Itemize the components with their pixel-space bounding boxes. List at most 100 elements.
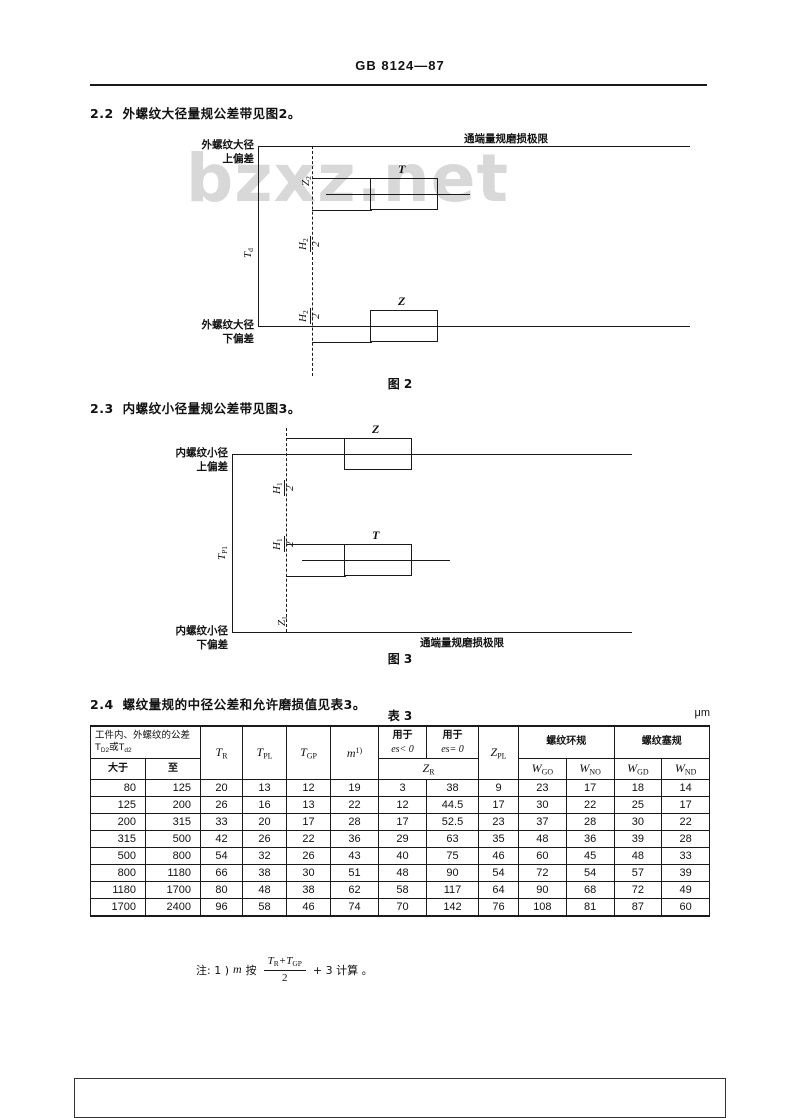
cell-ZPL: 9 [478, 779, 519, 798]
table-header-row-2: 大于 至 ZR WGO WNO WGD [90, 757, 710, 781]
cell-TGP: 30 [286, 864, 331, 883]
cell-WND: 49 [661, 881, 710, 900]
cell-ZR_es_lt0: 58 [378, 881, 427, 900]
cell-WGO: 48 [518, 830, 567, 849]
fig2-label-upper-left: 外螺纹大径 上偏差 [201, 139, 255, 166]
cell-ZPL: 35 [478, 830, 519, 849]
header-col-ZR: ZR [378, 757, 479, 781]
fig2-dimension-line [312, 146, 313, 376]
fig3-zone-Z-upper-ext [286, 438, 346, 439]
cell-WGD: 87 [613, 898, 663, 918]
header-group-plug-gauge: 螺纹塞规 [613, 725, 710, 759]
cell-ZR_es_lt0: 29 [378, 830, 427, 849]
cell-upto: 315 [145, 813, 201, 832]
cell-TPL: 26 [242, 830, 287, 849]
fig2-zone-T-label: T [398, 162, 406, 176]
cell-ZR_es_eq0: 117 [426, 881, 479, 900]
section-text-2-2: 外螺纹大径量规公差带见图2。 [122, 106, 301, 121]
cell-WND: 33 [661, 847, 710, 866]
fig3-zone-Z-centerline [412, 454, 522, 455]
header-col-WGO: WGO [518, 757, 567, 781]
footnote-denominator: 2 [282, 971, 288, 984]
cell-greater: 800 [90, 864, 146, 883]
header-col-es-eq-0: 用于 es= 0 [426, 725, 479, 759]
cell-TGP: 13 [286, 796, 331, 815]
cell-TR: 42 [200, 830, 243, 849]
fig3-zone-T-label: T [372, 528, 380, 542]
cell-ZR_es_eq0: 52.5 [426, 813, 479, 832]
figure-3-caption: 图 3 [387, 652, 413, 666]
header-col-TGP: TGP [286, 725, 331, 781]
header-col-es-lt-0: 用于 es< 0 [378, 725, 427, 759]
section-number-2-3: 2.3 [90, 401, 114, 416]
cell-TGP: 12 [286, 779, 331, 798]
cell-WGD: 72 [613, 881, 663, 900]
fig2-label-wear-limit: 通端量规磨损极限 [464, 133, 548, 145]
cell-upto: 200 [145, 796, 201, 815]
header-col-m: m1) [330, 725, 379, 781]
cell-ZR_es_eq0: 44.5 [426, 796, 479, 815]
cell-ZR_es_lt0: 40 [378, 847, 427, 866]
cell-ZPL: 17 [478, 796, 519, 815]
cell-TGP: 17 [286, 813, 331, 832]
fig3-label-H1-upper: H1 2 [271, 480, 296, 496]
cell-TPL: 48 [242, 881, 287, 900]
cell-WGO: 108 [518, 898, 567, 918]
table-head: 工件内、外螺纹的公差TD2或Td2 TR TPL TGP [90, 725, 710, 781]
table-3-title-row: 表 3 μm [90, 707, 710, 725]
cell-ZR_es_eq0: 38 [426, 779, 479, 798]
fig2-label-lower-left: 外螺纹大径 下偏差 [201, 319, 255, 346]
fig2-axis-Td [258, 146, 259, 326]
cell-ZPL: 54 [478, 864, 519, 883]
header-divider [90, 84, 707, 86]
cell-ZR_es_eq0: 75 [426, 847, 479, 866]
standard-number-header: GB 8124—87 [355, 58, 445, 73]
cell-WND: 28 [661, 830, 710, 849]
cell-TPL: 16 [242, 796, 287, 815]
cell-ZR_es_eq0: 63 [426, 830, 479, 849]
cell-upto: 1700 [145, 881, 201, 900]
header-range-group-text: 工件内、外螺纹的公差TD2或Td2 [95, 729, 191, 754]
cell-m: 22 [330, 796, 379, 815]
cell-m: 19 [330, 779, 379, 798]
header-col-ZPL: ZPL [478, 725, 519, 781]
table-3-unit: μm [694, 707, 710, 719]
cell-ZR_es_lt0: 12 [378, 796, 427, 815]
header-group-ring-gauge: 螺纹环规 [518, 725, 615, 759]
fig3-axis-TP1 [232, 454, 233, 632]
header-col-WND: WND [661, 757, 710, 781]
cell-m: 74 [330, 898, 379, 918]
cell-ZPL: 76 [478, 898, 519, 918]
cell-WGD: 57 [613, 864, 663, 883]
fig3-zone-T-lower-ext [286, 576, 346, 577]
cell-WNO: 17 [565, 779, 615, 798]
cell-greater: 1700 [90, 898, 146, 918]
page-bottom-box [74, 1078, 726, 1118]
figure-2: 外螺纹大径 上偏差 外螺纹大径 下偏差 通端量规磨损极限 Td Z2 H2 [90, 130, 710, 391]
fig2-zone-T-upper-ext [312, 178, 372, 179]
cell-WNO: 22 [565, 796, 615, 815]
cell-ZR_es_eq0: 90 [426, 864, 479, 883]
fig3-label-wear-limit: 通端量规磨损极限 [420, 637, 504, 649]
fig3-zone-Z-label: Z [372, 422, 380, 436]
cell-TR: 54 [200, 847, 243, 866]
fig2-zone-Z-centerline [438, 326, 572, 327]
header-range-group: 工件内、外螺纹的公差TD2或Td2 [90, 725, 201, 759]
cell-WGO: 60 [518, 847, 567, 866]
cell-ZR_es_lt0: 3 [378, 779, 427, 798]
cell-m: 36 [330, 830, 379, 849]
cell-ZPL: 23 [478, 813, 519, 832]
footnote-fraction: TR+TGP 2 [263, 955, 306, 984]
table-header-row-1: 工件内、外螺纹的公差TD2或Td2 TR TPL TGP [90, 725, 710, 781]
cell-WGD: 39 [613, 830, 663, 849]
cell-TR: 80 [200, 881, 243, 900]
